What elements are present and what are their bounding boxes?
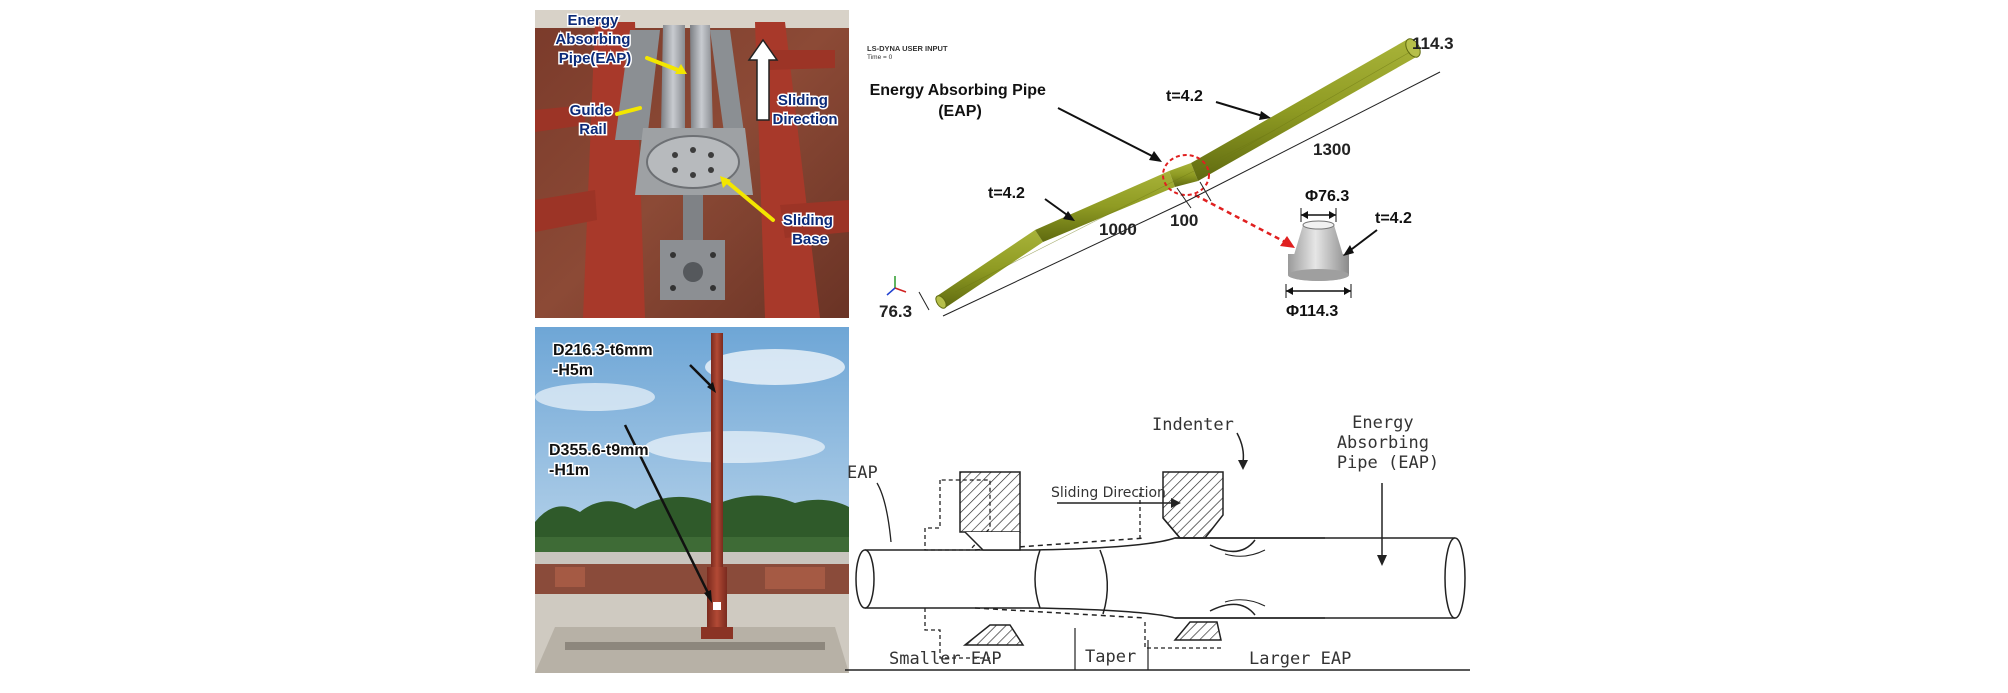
indenter-left-bottom bbox=[924, 608, 1025, 659]
axis-triad-icon bbox=[886, 276, 907, 296]
eap-leader bbox=[645, 56, 685, 74]
guide-rail-leader bbox=[615, 106, 642, 116]
large-pipe-diameter: 114.3 bbox=[1412, 34, 1454, 53]
indenter-right-top bbox=[1139, 471, 1224, 539]
sliding-direction-label: Sliding Direction bbox=[772, 92, 837, 128]
reducer-thickness: t=4.2 bbox=[1375, 210, 1412, 227]
eap-right-label: Energy Absorbing Pipe (EAP) bbox=[1337, 413, 1439, 473]
small-pipe-length: 1000 bbox=[1099, 220, 1137, 239]
small-pipe-thickness: t=4.2 bbox=[988, 185, 1025, 202]
column-photo: D216.3-t6mm -H5m D355.6-t9mm -H1m bbox=[535, 327, 849, 673]
small-eap-pipe bbox=[937, 230, 1043, 308]
lower-column-label: D355.6-t9mm -H1m bbox=[549, 442, 653, 479]
taper-length: 100 bbox=[1170, 211, 1198, 230]
upper-column-label: D216.3-t6mm -H5m bbox=[553, 342, 657, 379]
large-pipe-length: 1300 bbox=[1313, 140, 1351, 159]
guide-rail-label: Guide Rail bbox=[570, 102, 617, 138]
sliding-direction-label: Sliding Direction bbox=[1051, 485, 1166, 501]
larger-eap-label: Larger EAP bbox=[1249, 649, 1351, 669]
smaller-eap-label: Smaller EAP bbox=[889, 649, 1002, 669]
indenter-left-top bbox=[924, 471, 1021, 551]
lower-column-leader bbox=[623, 424, 712, 598]
reducer-top-diameter: Φ76.3 bbox=[1305, 188, 1349, 205]
taper-label: Taper bbox=[1085, 647, 1136, 667]
fe-model-diagram: LS-DYNA USER INPUT Time = 0 bbox=[855, 10, 1475, 330]
indenter-right-bottom bbox=[1144, 621, 1222, 649]
sliding-base-label: Sliding Base bbox=[783, 212, 837, 248]
test-rig-photo: Energy Absorbing Pipe(EAP) Guide Rail Sl… bbox=[535, 10, 849, 318]
eap-label: Energy Absorbing Pipe(EAP) bbox=[555, 12, 634, 67]
reducer-fitting bbox=[1288, 220, 1349, 281]
eap-model-label: Energy Absorbing Pipe (EAP) bbox=[870, 82, 1051, 120]
taper-callout-arrow bbox=[1194, 193, 1288, 245]
large-pipe-thickness: t=4.2 bbox=[1166, 88, 1203, 105]
indenter-label: Indenter bbox=[1152, 415, 1234, 435]
small-pipe-diameter: 76.3 bbox=[879, 302, 912, 321]
indenter-schematic: Sliding Direction Indenter EAP Energy Ab… bbox=[845, 400, 1470, 680]
reducer-bottom-diameter: Φ114.3 bbox=[1286, 303, 1338, 320]
sliding-base-leader bbox=[723, 178, 775, 222]
eap-left-label: EAP bbox=[847, 463, 878, 483]
taper-highlight bbox=[1162, 154, 1210, 196]
time-label: Time = 0 bbox=[867, 54, 893, 61]
ls-dyna-header: LS-DYNA USER INPUT bbox=[867, 44, 948, 53]
large-eap-pipe bbox=[1191, 39, 1418, 181]
